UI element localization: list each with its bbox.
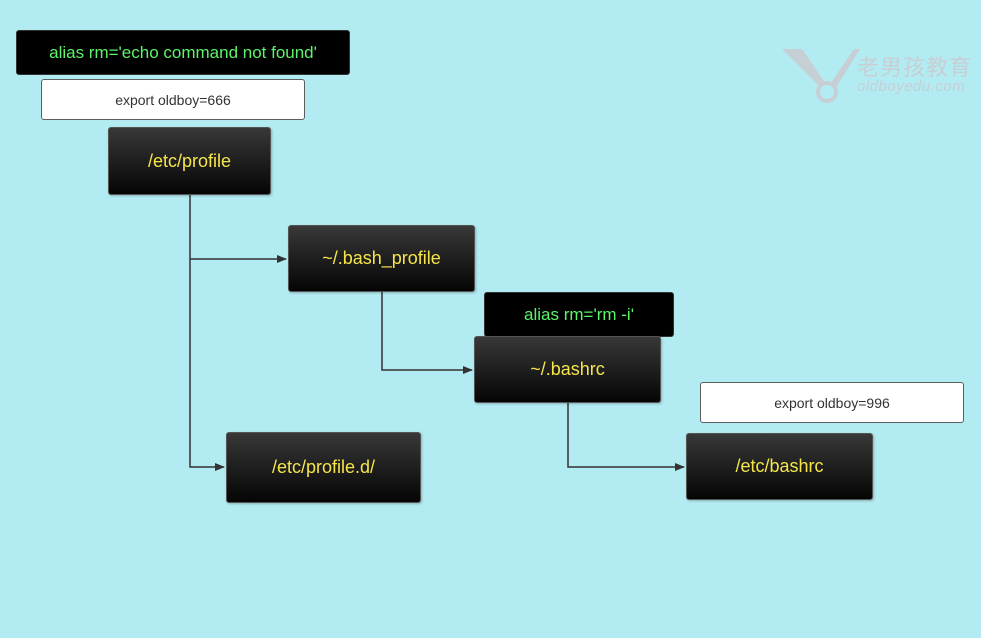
alias-user-node: alias rm='rm -i' [484,292,674,337]
edge-bashrc-to-etc-bashrc [567,403,685,471]
oldboy-logo-icon [782,49,860,103]
watermark-en: oldboyedu.com [857,78,966,95]
alias-global-node: alias rm='echo command not found' [16,30,350,75]
etc-bashrc-node: /etc/bashrc [686,433,873,500]
export-user-node: export oldboy=996 [700,382,964,423]
edge-profile-to-profile-d [189,259,225,471]
edge-bash-profile-to-bashrc [381,292,473,374]
export-global-node: export oldboy=666 [41,79,305,120]
etc-profile-node: /etc/profile [108,127,271,195]
edge-profile-to-bash-profile [189,195,287,263]
bashrc-node: ~/.bashrc [474,336,661,403]
watermark-cn: 老男孩教育 [857,56,973,81]
etc-profile-d-node: /etc/profile.d/ [226,432,421,503]
bash-profile-node: ~/.bash_profile [288,225,475,292]
